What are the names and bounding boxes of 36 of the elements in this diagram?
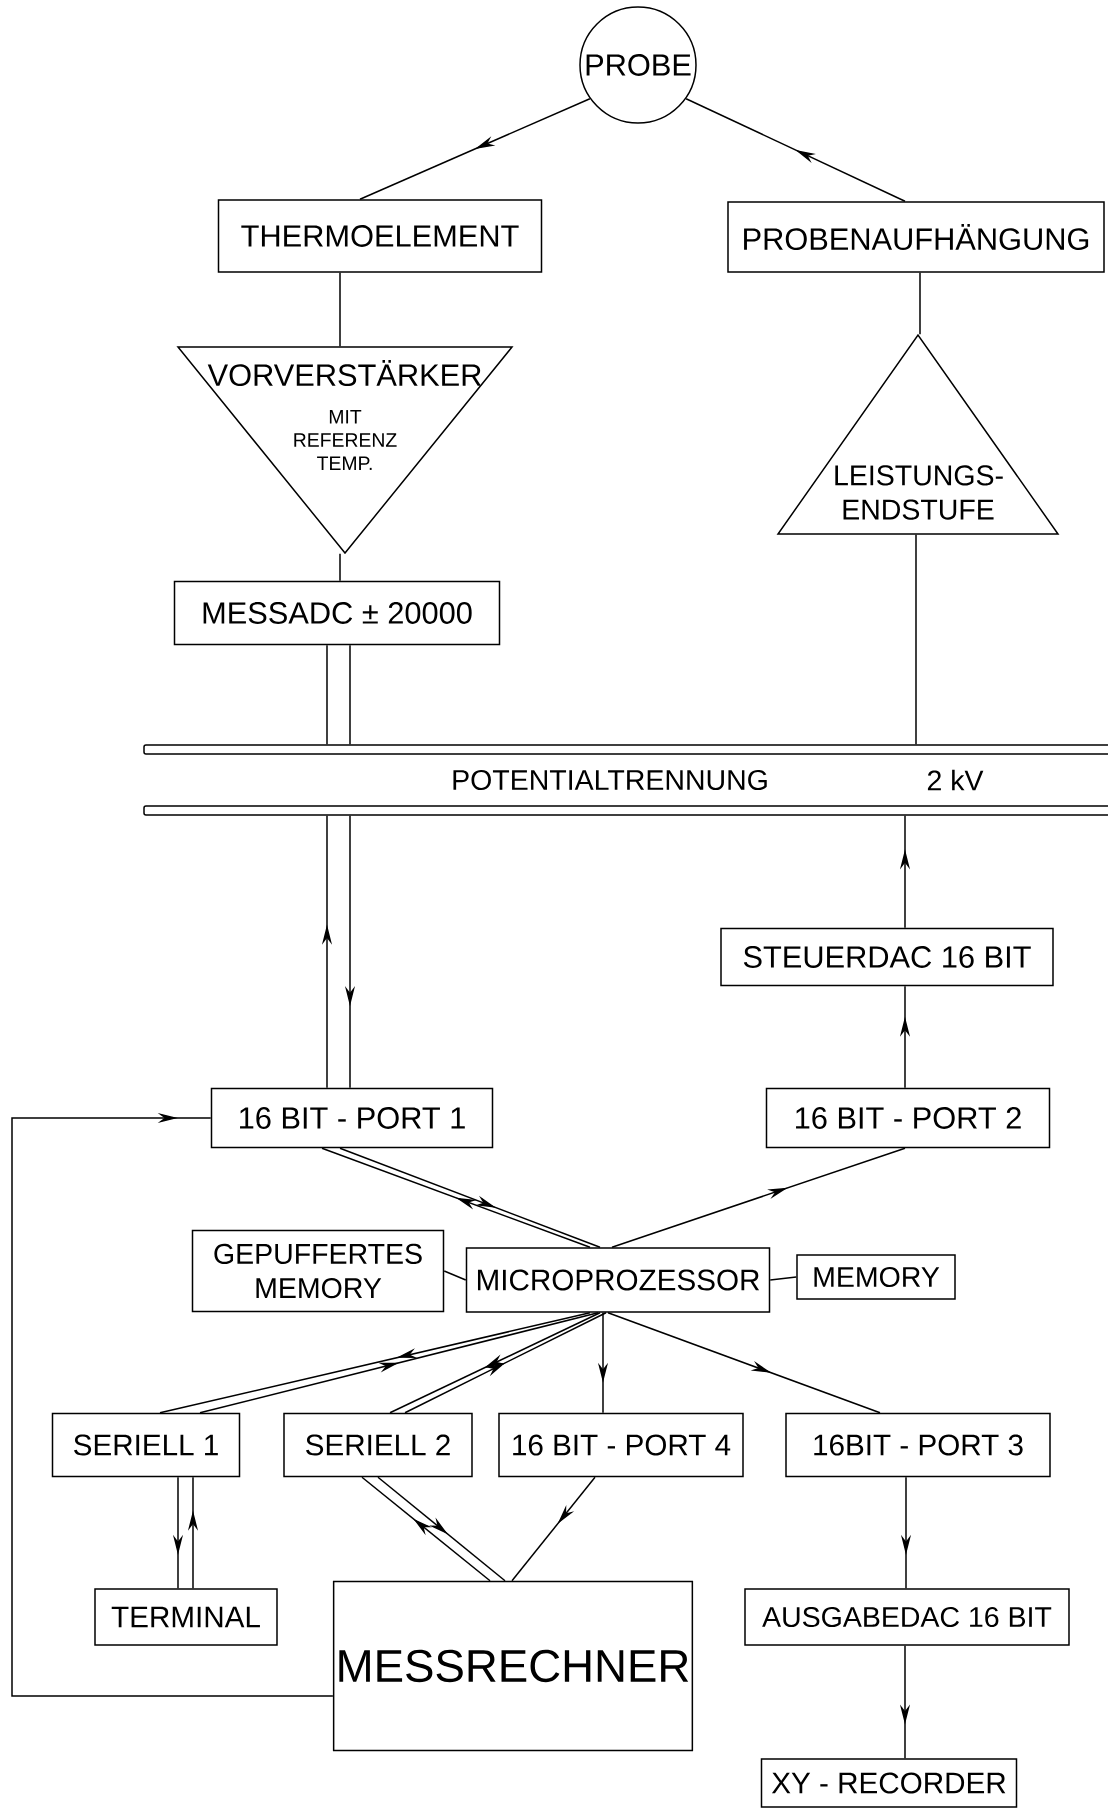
- process-box: MICROPROZESSOR: [465, 1247, 771, 1313]
- process-box: 16 BIT - PORT 4: [498, 1412, 744, 1478]
- connector-line: [919, 272, 921, 335]
- arrow: [511, 1476, 596, 1582]
- connector-line: [339, 553, 341, 582]
- node-label: 2 kV: [927, 769, 984, 791]
- connector-line: [443, 1270, 467, 1281]
- arrow: [685, 97, 906, 202]
- process-box: 16BIT - PORT 3: [785, 1412, 1051, 1478]
- connector-line: [326, 644, 328, 745]
- arrow: [361, 1476, 491, 1582]
- connector-line: [915, 534, 917, 745]
- process-box: THERMOELEMENT: [217, 199, 543, 273]
- process-box: GEPUFFERTES MEMORY: [191, 1229, 445, 1313]
- connector-line: [339, 272, 341, 347]
- process-box: 16 BIT - PORT 2: [765, 1087, 1051, 1149]
- process-box: PROBENAUFHÄNGUNG: [727, 201, 1105, 273]
- process-box: SERIELL 1: [51, 1412, 241, 1478]
- process-box: SERIELL 2: [283, 1412, 473, 1478]
- arrow: [377, 1476, 506, 1582]
- process-box: XY - RECORDER: [760, 1758, 1018, 1808]
- process-box: MESSRECHNER: [332, 1580, 694, 1752]
- process-box: STEUERDAC 16 BIT: [720, 927, 1054, 987]
- isolation-barrier: POTENTIALTRENNUNG 2 kV: [143, 744, 1108, 816]
- arrow: [611, 1147, 906, 1248]
- process-box: TERMINAL: [94, 1588, 278, 1646]
- process-box: 16 BIT - PORT 1: [210, 1087, 494, 1149]
- arrow: [11, 1112, 334, 1697]
- process-box: AUSGABEDAC 16 BIT: [744, 1588, 1070, 1646]
- process-box: MESSADC ± 20000: [173, 580, 501, 646]
- node-label: POTENTIALTRENNUNG: [453, 769, 767, 791]
- process-box: MEMORY: [796, 1254, 956, 1300]
- connector-line: [349, 644, 351, 745]
- arrow: [607, 1312, 881, 1414]
- connector-line: [769, 1276, 797, 1281]
- arrow: [359, 97, 591, 200]
